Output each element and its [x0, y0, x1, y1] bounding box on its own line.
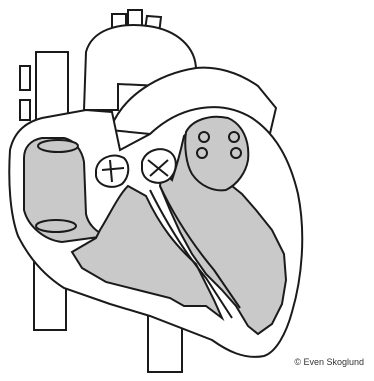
aortic-valve	[142, 149, 176, 183]
pulmonary-valve	[96, 156, 128, 187]
copyright-credit: © Even Skoglund	[294, 357, 364, 367]
